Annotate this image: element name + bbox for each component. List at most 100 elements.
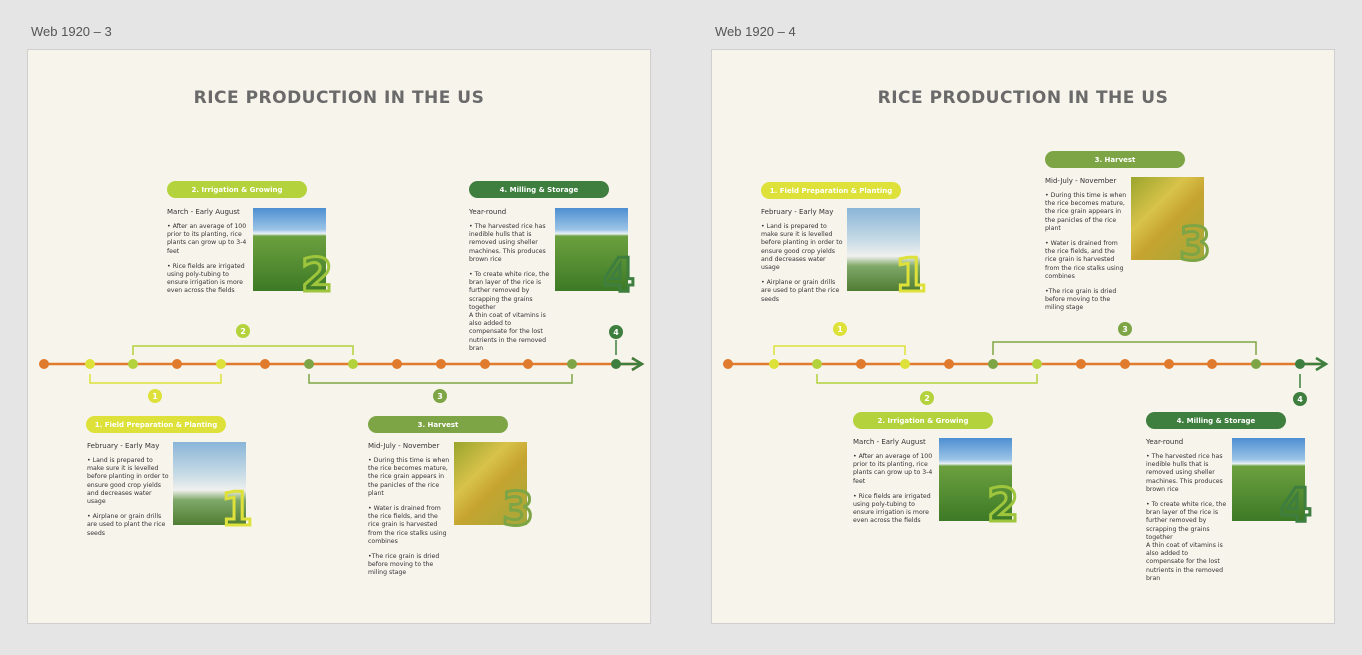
timeline-dot [480, 359, 490, 369]
timeline-dot [1120, 359, 1130, 369]
stage-2-bullets: • After an average of 100 prior to its p… [853, 453, 935, 533]
stage-3-bullet: • Water is drained from the rice fields,… [1045, 240, 1124, 280]
stage-4-big-number: 4 [601, 248, 636, 302]
stage-2-period: March - Early August [853, 438, 926, 446]
stage-1-period: February - Early May [761, 208, 834, 216]
irrigated-rice-field-image [555, 208, 628, 291]
timeline-dot [523, 359, 533, 369]
timeline-dot [856, 359, 866, 369]
timeline-dot [988, 359, 998, 369]
stage-4-big-number: 4 [1278, 478, 1313, 532]
bracket-stage-3 [308, 374, 573, 384]
stage-2-big-number: 2 [299, 248, 334, 302]
stage-4-bullet: • To create white rice, the bran layer o… [1146, 501, 1227, 582]
timeline-dot [128, 359, 138, 369]
stage-4-badge-number: 4 [613, 328, 619, 337]
stage-1-pill[interactable]: 1. Field Preparation & Planting [761, 182, 901, 199]
artboard-web-1920-4[interactable]: RICE PRODUCTION IN THE US 1 2 3 4 1. Fie… [711, 49, 1335, 624]
timeline-arrow [1315, 356, 1329, 372]
stage-2-bullet: • Rice fields are irrigated using poly-t… [167, 262, 245, 295]
stage-2-badge [236, 324, 250, 338]
stage-3-period: Mid-July - November [1045, 177, 1117, 185]
timeline-dot [172, 359, 182, 369]
stage-1-bullet: • Land is prepared to make sure it is le… [761, 223, 843, 272]
page-title: RICE PRODUCTION IN THE US [193, 88, 485, 108]
stage-1-badge [833, 322, 847, 336]
frame-label-web-1920-3[interactable]: Web 1920 – 3 [31, 24, 112, 39]
stage-3-bullet: •The rice grain is dried before moving t… [368, 553, 440, 577]
timeline-dot [1251, 359, 1261, 369]
timeline-dot [304, 359, 314, 369]
hand-holding-rice-image [1131, 177, 1204, 260]
stage-3-period: Mid-July - November [368, 442, 440, 450]
stage-3-bullet: • Water is drained from the rice fields,… [368, 505, 447, 545]
airplane-over-field-image [847, 208, 920, 291]
timeline-dot [944, 359, 954, 369]
timeline-dot [567, 359, 577, 369]
stage-1-bullets: • Land is prepared to make sure it is le… [761, 223, 843, 311]
timeline-dot [1076, 359, 1086, 369]
stage-1-big-number: 1 [219, 482, 254, 536]
stage-1-bullet: • Airplane or grain drills are used to p… [87, 513, 166, 537]
stage-3-big-number: 3 [1177, 217, 1212, 271]
stage-1-badge [148, 389, 162, 403]
stage-3-bullets: • During this time is when the rice beco… [368, 457, 450, 585]
bracket-stage-2 [132, 345, 354, 355]
stage-1-bullet: • Land is prepared to make sure it is le… [87, 457, 169, 506]
stage-4-pill[interactable]: 4. Milling & Storage [469, 181, 609, 198]
timeline-dot [1032, 359, 1042, 369]
stage-3-bullet: • During this time is when the rice beco… [1045, 192, 1127, 232]
stage-3-badge-number: 3 [437, 392, 443, 401]
stage-4-bullet: • The harvested rice has inedible hulls … [469, 223, 546, 263]
stage-1-pill[interactable]: 1. Field Preparation & Planting [86, 416, 226, 433]
bracket-stage-2 [816, 374, 1038, 384]
timeline-dot [348, 359, 358, 369]
timeline-dot [769, 359, 779, 369]
timeline-dot [723, 359, 733, 369]
stage-4-badge [609, 325, 623, 339]
timeline-dot [812, 359, 822, 369]
stage-4-bullet: • To create white rice, the bran layer o… [469, 271, 550, 352]
stage-4-badge [1293, 392, 1307, 406]
page-title: RICE PRODUCTION IN THE US [877, 88, 1169, 108]
bracket-stage-1 [89, 374, 222, 384]
stage-4-pill[interactable]: 4. Milling & Storage [1146, 412, 1286, 429]
stage-3-big-number: 3 [500, 482, 535, 536]
timeline-dot [392, 359, 402, 369]
timeline-dot [260, 359, 270, 369]
stage-2-pill[interactable]: 2. Irrigation & Growing [853, 412, 993, 429]
stage-2-badge [920, 391, 934, 405]
stage-2-big-number: 2 [985, 478, 1020, 532]
stage-2-bullets: • After an average of 100 prior to its p… [167, 223, 249, 303]
stage-2-pill[interactable]: 2. Irrigation & Growing [167, 181, 307, 198]
irrigated-rice-field-image [1232, 438, 1305, 521]
bracket-stage-3 [992, 341, 1257, 355]
stage-4-period: Year-round [1146, 438, 1184, 446]
stage-3-badge [433, 389, 447, 403]
stage-3-badge-number: 3 [1122, 325, 1128, 334]
stage-2-bullet: • Rice fields are irrigated using poly-t… [853, 492, 931, 525]
frame-label-web-1920-4[interactable]: Web 1920 – 4 [715, 24, 796, 39]
timeline-dot [39, 359, 49, 369]
timeline-dot [1295, 359, 1305, 369]
stage-3-pill[interactable]: 3. Harvest [368, 416, 508, 433]
stage-2-bullet: • After an average of 100 prior to its p… [167, 223, 247, 255]
stage-3-pill[interactable]: 3. Harvest [1045, 151, 1185, 168]
stage-4-bullets: • The harvested rice has inedible hulls … [469, 223, 551, 360]
stage-1-badge-number: 1 [837, 325, 843, 334]
stage-1-big-number: 1 [893, 248, 928, 302]
stage-1-period: February - Early May [87, 442, 160, 450]
stage-3-bullet: •The rice grain is dried before moving t… [1045, 288, 1117, 312]
stage-2-badge-number: 2 [240, 327, 246, 336]
stage-4-badge-number: 4 [1297, 395, 1303, 404]
timeline-dot [436, 359, 446, 369]
timeline-dot [85, 359, 95, 369]
artboard-web-1920-3[interactable]: RICE PRODUCTION IN THE US 1 2 3 [27, 49, 651, 624]
stage-3-badge [1118, 322, 1132, 336]
irrigated-rice-field-image [939, 438, 1012, 521]
irrigated-rice-field-image [253, 208, 326, 291]
timeline-dot [216, 359, 226, 369]
hand-holding-rice-image [454, 442, 527, 525]
stage-2-period: March - Early August [167, 208, 240, 216]
timeline-dot [611, 359, 621, 369]
